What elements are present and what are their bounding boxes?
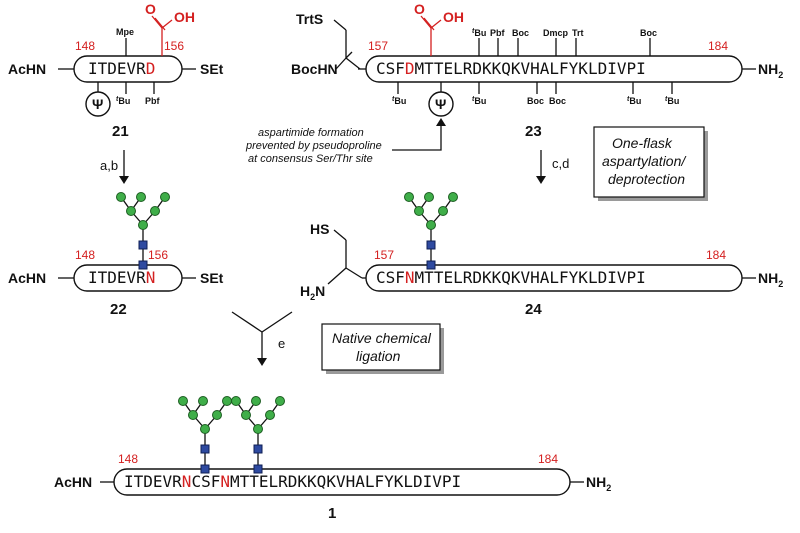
peptide-sequence: CSFDMTTELRDKKQKVHALFYKLDIVPI	[376, 59, 646, 78]
box-line-1: Native chemical	[332, 330, 432, 346]
psi-symbol: Ψ	[435, 96, 446, 112]
bottom-pg-0: tBu	[392, 96, 406, 106]
annotation-line-1: aspartimide formation	[258, 127, 364, 139]
top-pg-2: Boc	[512, 28, 529, 38]
protecting-group-pbf: Pbf	[145, 96, 161, 106]
compound-23: TrtS BocHN CSFDMTTELRDKKQKVHALFYKLDIVPI …	[291, 1, 783, 140]
box-line-3: deprotection	[608, 171, 685, 187]
c-terminus-label: NH2	[758, 61, 783, 80]
reagents-ab: a,b	[100, 158, 118, 173]
glycan-icon-1	[177, 395, 233, 474]
c-terminus-label: SEt	[200, 270, 224, 286]
n-terminus-label: BocHN	[291, 61, 338, 77]
protecting-group-tbu: tBu	[116, 96, 130, 106]
residue-start-number: 148	[75, 39, 95, 53]
residue-end-number: 156	[148, 248, 168, 262]
pseudoproline-circle	[428, 91, 454, 117]
peptide-sequence: CSFNMTTELRDKKQKVHALFYKLDIVPI	[376, 268, 646, 287]
bottom-pg-5: tBu	[665, 96, 679, 106]
reagents-cd: c,d	[552, 156, 569, 171]
bottom-pg-1: tBu	[472, 96, 486, 106]
bottom-pg-2: Boc	[527, 96, 544, 106]
n-terminus-label: AcHN	[8, 270, 46, 286]
residue-end-number: 184	[706, 248, 726, 262]
peptide-sequence: ITDEVRD	[88, 59, 155, 78]
compound-number: 21	[112, 123, 129, 140]
residue-end-number: 184	[538, 452, 558, 466]
native-chemical-ligation-box: Native chemical ligation	[321, 323, 444, 374]
compound-21: AcHN ITDEVRD SEt 148 156 Mpe O OH Ψ tBu …	[8, 1, 224, 140]
peptide-sequence: ITDEVRNCSFNMTTELRDKKQKVHALFYKLDIVPI	[124, 472, 461, 491]
annotation-line-2: prevented by pseudoproline	[245, 140, 382, 152]
one-flask-box: One-flask aspartylation/ deprotection	[593, 126, 708, 201]
box-line-2: ligation	[356, 348, 401, 364]
residue-start-number: 148	[75, 248, 95, 262]
compound-22: AcHN ITDEVRN SEt 148 156 22	[8, 191, 224, 318]
top-pg-3: Dmcp	[543, 28, 569, 38]
glycan-icon-2	[230, 395, 286, 474]
residue-start-number: 157	[368, 39, 388, 53]
top-pg-4: Trt	[572, 28, 584, 38]
psi-symbol: Ψ	[92, 96, 103, 112]
annotation-line-3: at consensus Ser/Thr site	[248, 153, 373, 165]
trityl-thiol-label: TrtS	[296, 11, 323, 27]
top-pg-0: tBu	[472, 28, 486, 38]
reaction-arrow-e: e	[231, 311, 293, 366]
reaction-arrow-cd: c,d	[536, 150, 569, 184]
pseudoproline-circle	[85, 91, 111, 117]
compound-1: AcHN ITDEVRNCSFNMTTELRDKKQKVHALFYKLDIVPI…	[54, 395, 611, 522]
amine-label: H2N	[300, 283, 325, 302]
carbonyl-o-label: O	[414, 1, 425, 17]
thiol-label: HS	[310, 221, 329, 237]
compound-number: 22	[110, 301, 127, 318]
n-terminus-label: AcHN	[54, 474, 92, 490]
peptide-sequence: ITDEVRN	[88, 268, 155, 287]
bottom-pg-4: tBu	[627, 96, 641, 106]
c-terminus-label: SEt	[200, 61, 224, 77]
box-line-1: One-flask	[612, 135, 673, 151]
c-terminus-label: NH2	[758, 270, 783, 289]
glycan-icon	[403, 191, 459, 270]
acid-oh-label: OH	[174, 9, 195, 25]
compound-number: 1	[328, 505, 336, 522]
residue-start-number: 148	[118, 452, 138, 466]
box-line-2: aspartylation/	[602, 153, 687, 169]
residue-end-number: 184	[708, 39, 728, 53]
residue-end-number: 156	[164, 39, 184, 53]
n-terminus-label: AcHN	[8, 61, 46, 77]
c-terminus-label: NH2	[586, 474, 611, 493]
compound-number: 24	[525, 301, 542, 318]
top-pg-5: Boc	[640, 28, 657, 38]
reaction-arrow-ab: a,b	[100, 150, 129, 184]
acid-oh-label: OH	[443, 9, 464, 25]
bottom-pg-3: Boc	[549, 96, 566, 106]
carbonyl-o-label: O	[145, 1, 156, 17]
reagent-e: e	[278, 336, 285, 351]
top-pg-1: Pbf	[490, 28, 506, 38]
compound-number: 23	[525, 123, 542, 140]
compound-24: HS H2N CSFNMTTELRDKKQKVHALFYKLDIVPI NH2 …	[300, 191, 783, 318]
protecting-group-mpe: Mpe	[116, 27, 134, 37]
pseudoproline-annotation: aspartimide formation prevented by pseud…	[245, 118, 446, 165]
residue-start-number: 157	[374, 248, 394, 262]
